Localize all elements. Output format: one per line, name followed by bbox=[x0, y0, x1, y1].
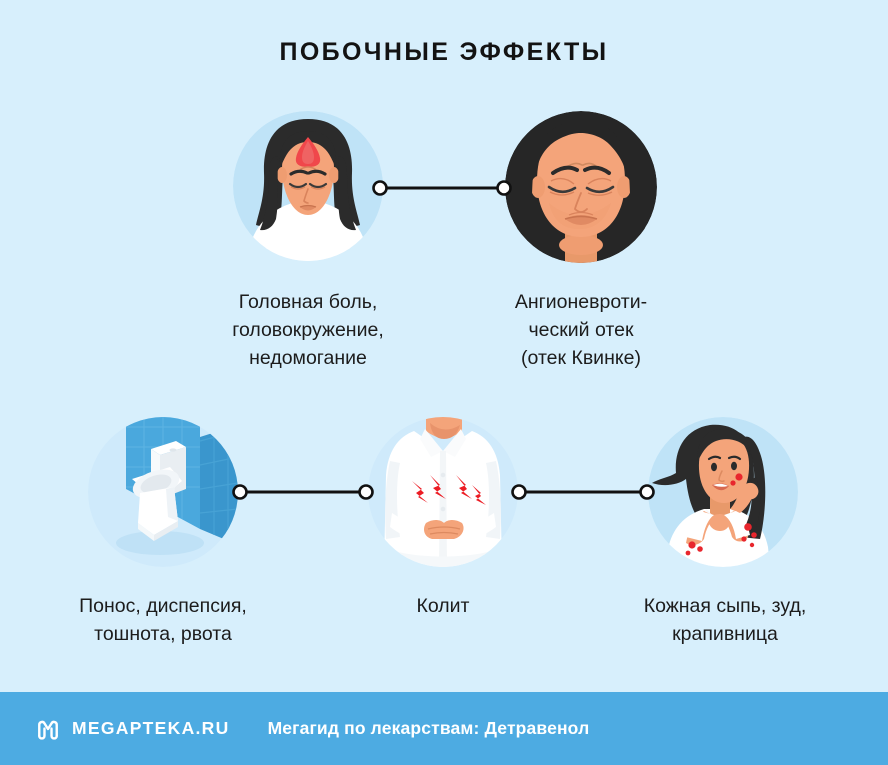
caption-colitis: Колит bbox=[416, 595, 470, 617]
caption-headache: Головная боль, головокружение, недомоган… bbox=[232, 291, 384, 369]
footer-brand-text: MEGAPTEKA.RU bbox=[72, 718, 230, 738]
connector-diarrhea-to-colitis bbox=[232, 484, 374, 500]
caption-diarrhea: Понос, диспепсия, тошнота, рвота bbox=[79, 595, 247, 645]
page-title: ПОБОЧНЫЕ ЭФФЕКТЫ bbox=[279, 38, 609, 66]
stomach-pain-illustration bbox=[368, 417, 518, 567]
footer-tagline-text: Мегагид по лекарствам: Детравенол bbox=[267, 718, 590, 738]
node-diarrhea bbox=[88, 417, 238, 567]
node-colitis bbox=[368, 417, 518, 567]
skin-rash-illustration bbox=[648, 417, 798, 567]
node-rash bbox=[648, 417, 798, 567]
caption-rash: Кожная сыпь, зуд, крапивница bbox=[643, 595, 807, 645]
megapteka-m-logo-icon bbox=[38, 720, 58, 740]
connector-headache-to-angioedema bbox=[372, 180, 512, 196]
swollen-face-illustration bbox=[505, 111, 657, 263]
node-headache bbox=[233, 111, 383, 261]
connector-colitis-to-rash bbox=[511, 484, 655, 500]
toilet-illustration bbox=[88, 417, 238, 567]
footer-bar: MEGAPTEKA.RU Мегагид по лекарствам: Детр… bbox=[0, 692, 888, 765]
caption-angioedema: Ангионевроти- ческий отек (отек Квинке) bbox=[514, 291, 648, 369]
node-angioedema bbox=[505, 111, 657, 263]
woman-headache-illustration bbox=[233, 111, 383, 261]
